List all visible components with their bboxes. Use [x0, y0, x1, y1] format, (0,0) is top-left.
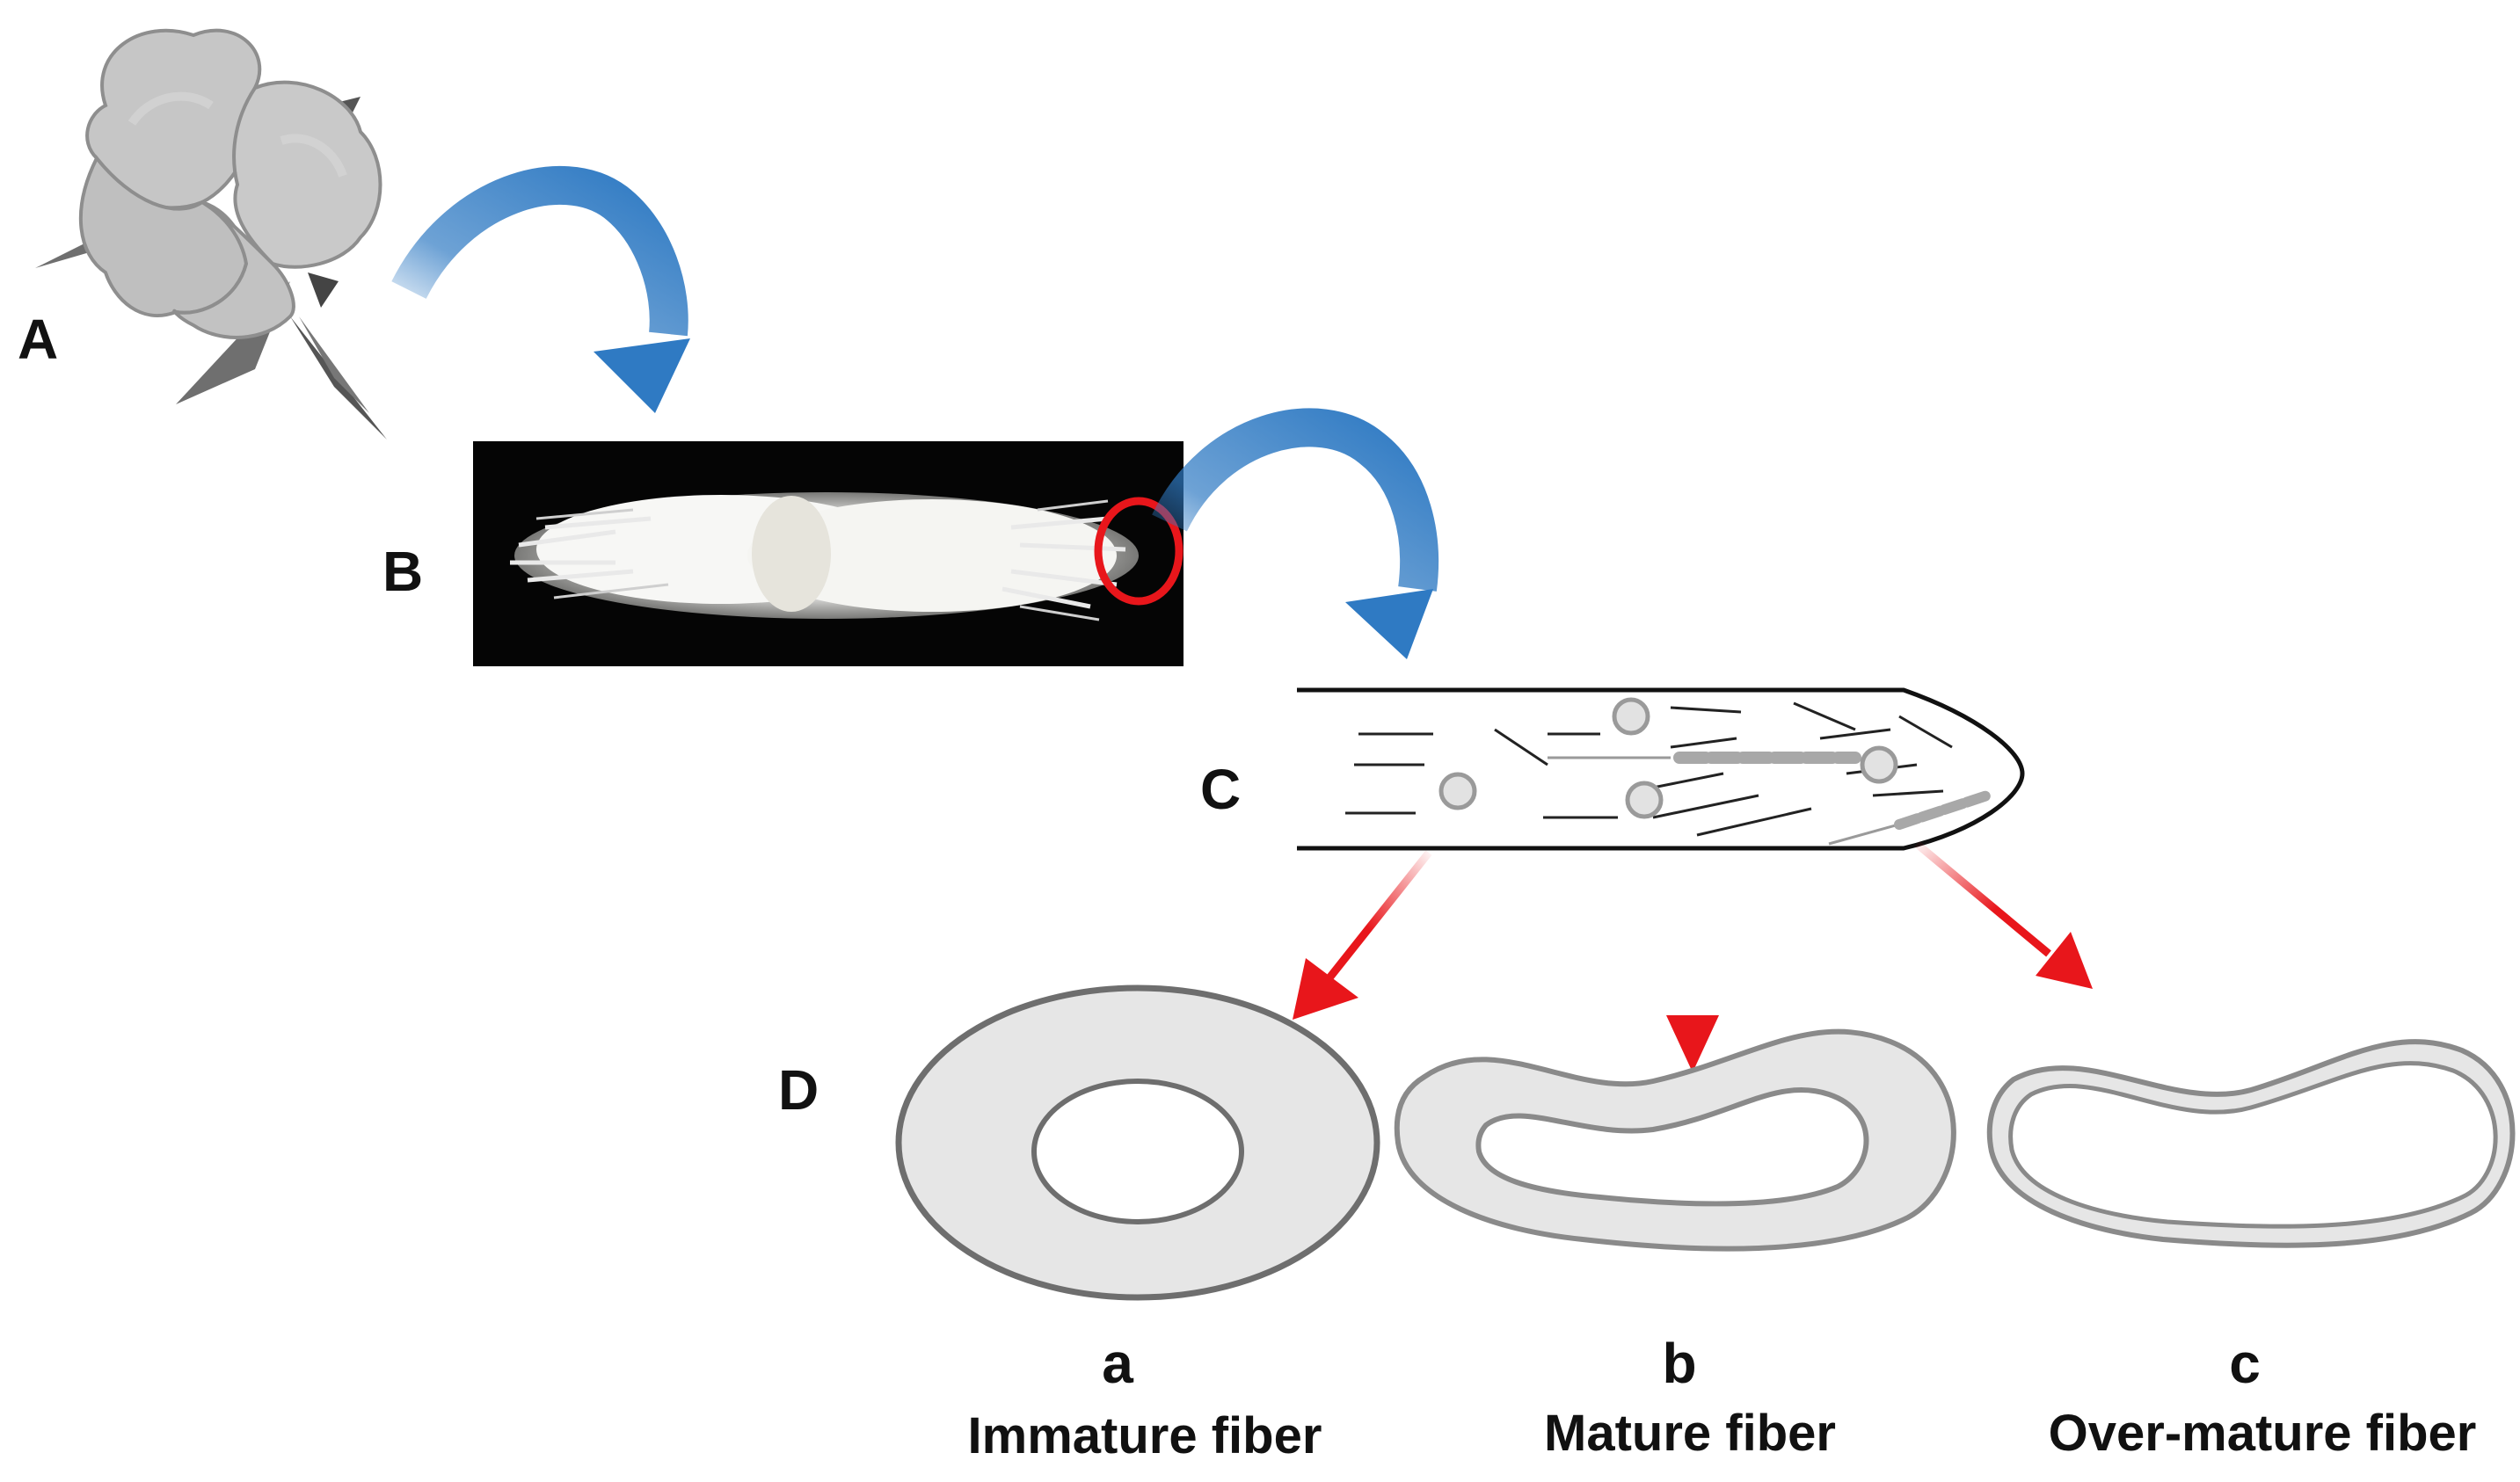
- red-arrow-to-over-mature: [1914, 840, 2093, 989]
- immature-fiber-cross-section: [895, 984, 1380, 1301]
- over-mature-fiber-cross-section: [1986, 1039, 2516, 1248]
- cotton-fiber-photo: [473, 441, 1184, 666]
- panel-label-a: A: [18, 308, 58, 371]
- fiber-letter-c: c: [2229, 1332, 2261, 1395]
- red-arrow-to-mature: [1666, 870, 1719, 1072]
- curved-arrow-icon: [391, 165, 690, 413]
- fiber-letter-b: b: [1662, 1332, 1696, 1395]
- cotton-boll-icon: [35, 28, 396, 440]
- fiber-tip-icon: [1297, 687, 2025, 851]
- panel-label-b: B: [382, 540, 423, 603]
- panel-label-d: D: [778, 1058, 819, 1122]
- fiber-letter-a: a: [1102, 1332, 1133, 1395]
- panel-label-c: C: [1200, 758, 1241, 821]
- mature-fiber-cross-section: [1394, 1028, 1956, 1252]
- highlight-circle: [1094, 497, 1184, 606]
- curved-arrow-icon: [1152, 408, 1438, 659]
- fiber-caption-mature: Mature fiber: [1544, 1405, 1836, 1462]
- red-arrow-to-immature: [1293, 850, 1432, 1020]
- fiber-caption-immature: Immature fiber: [968, 1407, 1322, 1464]
- fiber-caption-over-mature: Over-mature fiber: [2049, 1405, 2477, 1462]
